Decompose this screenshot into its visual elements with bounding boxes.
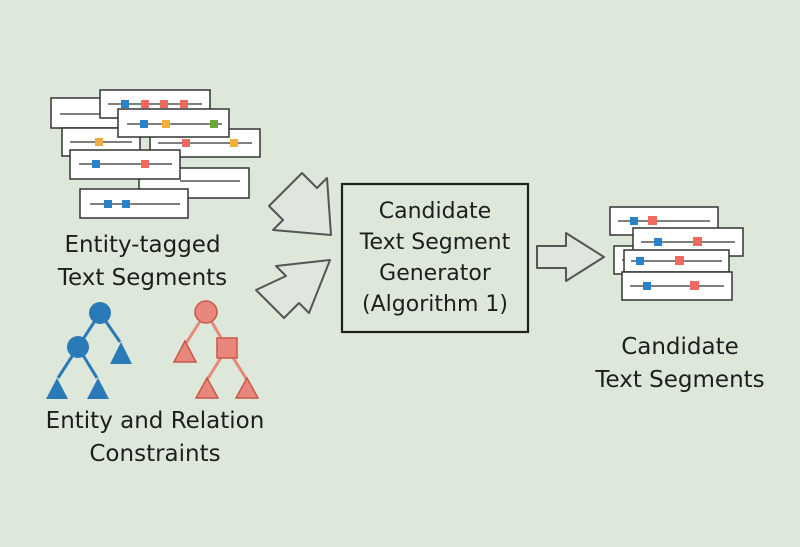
tree-node <box>234 376 260 399</box>
entity-constraint-tree-icon <box>46 302 132 399</box>
red-entity-marker <box>141 160 149 168</box>
generator-label: Candidate Text Segment Generator (Algori… <box>342 184 528 332</box>
stacked-candidate-segments-icon <box>609 206 744 301</box>
tree-node <box>216 337 238 359</box>
label-line: Candidate <box>621 334 739 360</box>
block-arrow-icon <box>268 172 332 236</box>
tree-node <box>46 378 68 399</box>
blue-entity-marker <box>92 160 100 168</box>
segment-card <box>621 271 733 301</box>
label-line: Entity-tagged <box>64 232 221 258</box>
segment-card <box>117 108 230 138</box>
label-line: Candidate <box>378 199 492 224</box>
orange-entity-marker <box>95 138 103 146</box>
red-entity-marker <box>675 256 684 265</box>
orange-entity-marker <box>162 120 170 128</box>
red-entity-marker <box>690 281 699 290</box>
tree-node <box>67 336 89 358</box>
blue-entity-marker <box>643 282 651 290</box>
label-line: (Algorithm 1) <box>362 292 508 317</box>
label-line: Generator <box>379 261 491 286</box>
segment-card <box>69 149 181 180</box>
relation-constraint-tree-icon <box>172 300 260 399</box>
blue-entity-marker <box>122 200 130 208</box>
red-entity-marker <box>180 100 188 108</box>
entity-tagged-label: Entity-tagged Text Segments <box>20 229 265 295</box>
generator-box <box>340 182 530 334</box>
constraints-label: Entity and Relation Constraints <box>20 405 290 471</box>
tree-node <box>172 339 198 363</box>
blue-entity-marker <box>104 200 112 208</box>
blue-entity-marker <box>654 238 662 246</box>
segment-card <box>623 249 730 273</box>
stacked-text-segments-icon <box>50 89 261 219</box>
orange-entity-marker <box>230 139 238 147</box>
label-line: Entity and Relation <box>45 408 265 434</box>
segment-card <box>79 188 189 219</box>
tree-node <box>89 302 111 324</box>
block-arrow-icon <box>255 259 331 319</box>
blue-entity-marker <box>630 217 638 225</box>
label-line: Text Segments <box>595 367 765 393</box>
red-entity-marker <box>693 237 702 246</box>
label-line: Constraints <box>89 441 221 467</box>
red-entity-marker <box>648 216 657 225</box>
tree-node <box>110 342 132 364</box>
blue-entity-marker <box>636 257 644 265</box>
block-arrow-icon <box>536 232 605 282</box>
tree-node <box>87 378 109 399</box>
green-entity-marker <box>210 120 218 128</box>
tree-node <box>194 300 218 324</box>
blue-entity-marker <box>140 120 148 128</box>
label-line: Text Segment <box>359 230 511 255</box>
red-entity-marker <box>160 100 168 108</box>
tree-node <box>194 376 220 399</box>
label-line: Text Segments <box>57 265 228 291</box>
blue-entity-marker <box>121 100 129 108</box>
candidates-label: Candidate Text Segments <box>570 331 790 397</box>
red-entity-marker <box>141 100 149 108</box>
red-entity-marker <box>182 139 190 147</box>
